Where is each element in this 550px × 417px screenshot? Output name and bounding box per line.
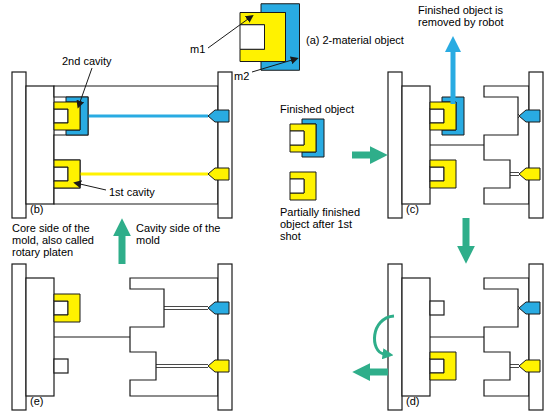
process-stage: (b)	[12, 72, 352, 218]
injection-nozzle	[519, 360, 540, 372]
material-label: m2	[234, 70, 249, 82]
cup-hollow	[240, 25, 265, 50]
core-plate	[402, 86, 430, 204]
injection-nozzle	[208, 302, 229, 314]
mold-core	[430, 301, 444, 315]
process-stage: (e)	[12, 264, 352, 410]
process-stage: (d)	[388, 264, 543, 410]
mold-core	[54, 359, 68, 373]
runner-channel	[510, 367, 519, 368]
callout-label: Core side of the mold, also called rotar…	[12, 222, 112, 258]
runner-filled	[88, 115, 208, 118]
mold-core	[54, 167, 68, 181]
mold-core	[430, 359, 444, 373]
injection-nozzle	[519, 110, 540, 122]
molded-part	[54, 97, 88, 135]
runner-channel	[510, 172, 519, 173]
cavity-plate	[484, 278, 529, 396]
callout-label: Cavity side of the mold	[136, 222, 232, 246]
panel-caption: (a) 2-material object	[306, 34, 404, 46]
stationary-platen	[218, 72, 232, 218]
molded-part	[430, 352, 456, 380]
cavity-plate	[54, 86, 218, 204]
mold-core	[430, 167, 444, 181]
core-plate	[26, 86, 54, 204]
stage-label: (b)	[30, 203, 43, 215]
leader-arrow	[208, 19, 248, 48]
material-m1	[54, 294, 80, 322]
cup-hollow	[290, 179, 304, 193]
stationary-platen	[529, 264, 543, 410]
rotary-platen	[12, 264, 26, 410]
injection-nozzle	[519, 302, 540, 314]
runner-channel	[518, 114, 519, 115]
cup-hollow	[290, 131, 304, 145]
material-m1	[430, 352, 456, 380]
injection-nozzle	[208, 110, 229, 122]
mold-core	[54, 109, 68, 123]
material-m1	[290, 124, 316, 152]
stationary-platen	[218, 264, 232, 410]
callout-label: 1st cavity	[109, 186, 155, 198]
molded-part	[54, 160, 80, 188]
rotation-arrow	[375, 316, 394, 354]
process-arrow	[119, 234, 126, 264]
leader-arrow	[80, 184, 106, 190]
process-stage: (c)	[388, 72, 543, 218]
process-arrow	[352, 152, 372, 159]
callout-label: 2nd cavity	[62, 55, 112, 67]
leader-arrow	[252, 60, 292, 72]
runner-channel	[164, 306, 208, 307]
process-arrow	[463, 218, 470, 248]
runner-channel	[518, 306, 519, 307]
cavity-plate	[484, 86, 529, 204]
runner-channel	[518, 117, 519, 118]
callout-label: Finished object is removed by robot	[418, 4, 546, 28]
material-m1	[290, 172, 316, 200]
rotary-platen	[388, 264, 402, 410]
material-m1	[54, 160, 80, 188]
callout-label: Finished object	[280, 103, 354, 115]
partial-object	[290, 172, 316, 200]
process-arrow	[368, 369, 388, 376]
callout-label: Partially finished object after 1st shot	[280, 206, 372, 242]
mold-panel	[12, 72, 232, 218]
finished-object	[290, 119, 324, 157]
injection-nozzle	[208, 360, 229, 372]
molded-part	[430, 97, 464, 135]
material-m1	[430, 102, 456, 130]
stationary-platen	[529, 72, 543, 218]
mold-core	[54, 301, 68, 315]
stage-label: (d)	[406, 395, 419, 407]
runner-filled	[80, 173, 208, 176]
mold-panel	[388, 72, 543, 218]
cavity-plate	[130, 278, 218, 396]
stage-label: (e)	[30, 395, 43, 407]
injection-nozzle	[208, 168, 229, 180]
core-plate	[26, 278, 54, 396]
molded-part	[430, 160, 456, 188]
mold-panel	[388, 264, 543, 410]
runner-channel	[164, 309, 208, 310]
material-label: m1	[190, 43, 205, 55]
runner-channel	[518, 309, 519, 310]
rotary-platen	[388, 72, 402, 218]
robot-removal-arrow	[451, 50, 456, 104]
material-m1	[54, 102, 80, 130]
runner-channel	[156, 367, 208, 368]
mold-panel	[12, 264, 232, 410]
molded-part	[54, 294, 80, 322]
stage-label: (c)	[406, 203, 419, 215]
injection-nozzle	[519, 168, 540, 180]
runner-channel	[510, 364, 519, 365]
core-plate	[402, 278, 430, 396]
material-m1	[430, 160, 456, 188]
mold-core	[430, 109, 444, 123]
rotary-platen	[12, 72, 26, 218]
runner-channel	[156, 364, 208, 365]
runner-channel	[510, 175, 519, 176]
leader-arrow	[80, 68, 92, 102]
